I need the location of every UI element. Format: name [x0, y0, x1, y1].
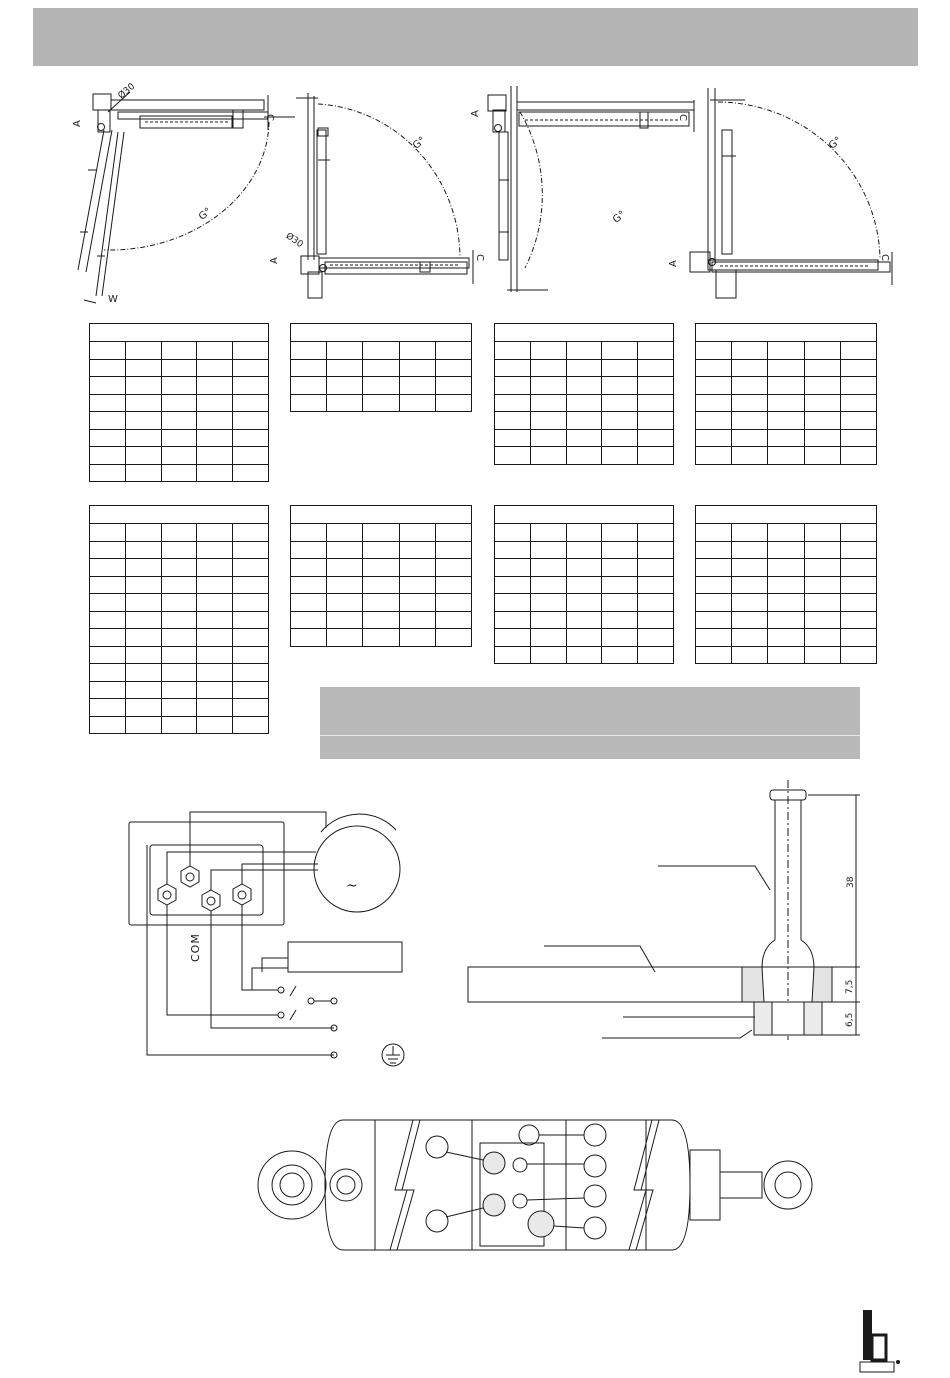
label-dia30-2: Ø30: [284, 230, 306, 250]
table-1-4: [694, 323, 878, 465]
note-panel: [320, 687, 860, 759]
label-g-1: G°: [197, 206, 214, 223]
table-2-1: [89, 505, 269, 734]
header-band: [33, 8, 918, 66]
brand-logo: [859, 1310, 900, 1373]
label-c-3: C: [677, 114, 688, 121]
label-g-3: G°: [611, 209, 628, 226]
dim-7-5: 7,5: [845, 980, 855, 994]
table-1-3: [494, 323, 674, 465]
label-g-2: G°: [411, 135, 428, 152]
dim-6-5: 6,5: [845, 1013, 855, 1027]
dim-38: 38: [846, 876, 856, 888]
label-a-3: A: [470, 110, 481, 117]
label-a-4: A: [668, 260, 679, 267]
label-g-4: G°: [827, 135, 844, 152]
label-w-1: W: [108, 294, 118, 305]
label-c-4: C: [879, 254, 890, 261]
table-2-3: [494, 505, 674, 664]
pin-section-diagram: 38 7,5 6,5: [467, 780, 860, 1040]
actuator-drawing: [257, 1119, 813, 1251]
motor-tilde: ~: [346, 878, 358, 894]
opening-diagram-3: A C G°: [470, 86, 695, 292]
label-c-2: C: [474, 254, 485, 261]
label-dia30-1: Ø30: [116, 81, 137, 102]
opening-diagram-1: A Ø30 C G° W: [72, 81, 295, 305]
label-a-1: A: [72, 120, 83, 127]
label-c-1: C: [264, 114, 275, 121]
opening-diagram-2: A Ø30 C G°: [269, 93, 485, 299]
opening-diagram-4: A C G°: [668, 88, 893, 299]
table-1-1: [89, 323, 269, 482]
note-panel-divider: [320, 735, 860, 736]
label-a-2: A: [269, 257, 280, 264]
table-1-2: [289, 323, 473, 412]
wiring-diagram: ~: [128, 811, 405, 1067]
table-2-2: [289, 505, 473, 647]
terminal-nuts: [157, 865, 252, 912]
table-2-4: [694, 505, 878, 664]
com-label: COM: [189, 933, 202, 962]
